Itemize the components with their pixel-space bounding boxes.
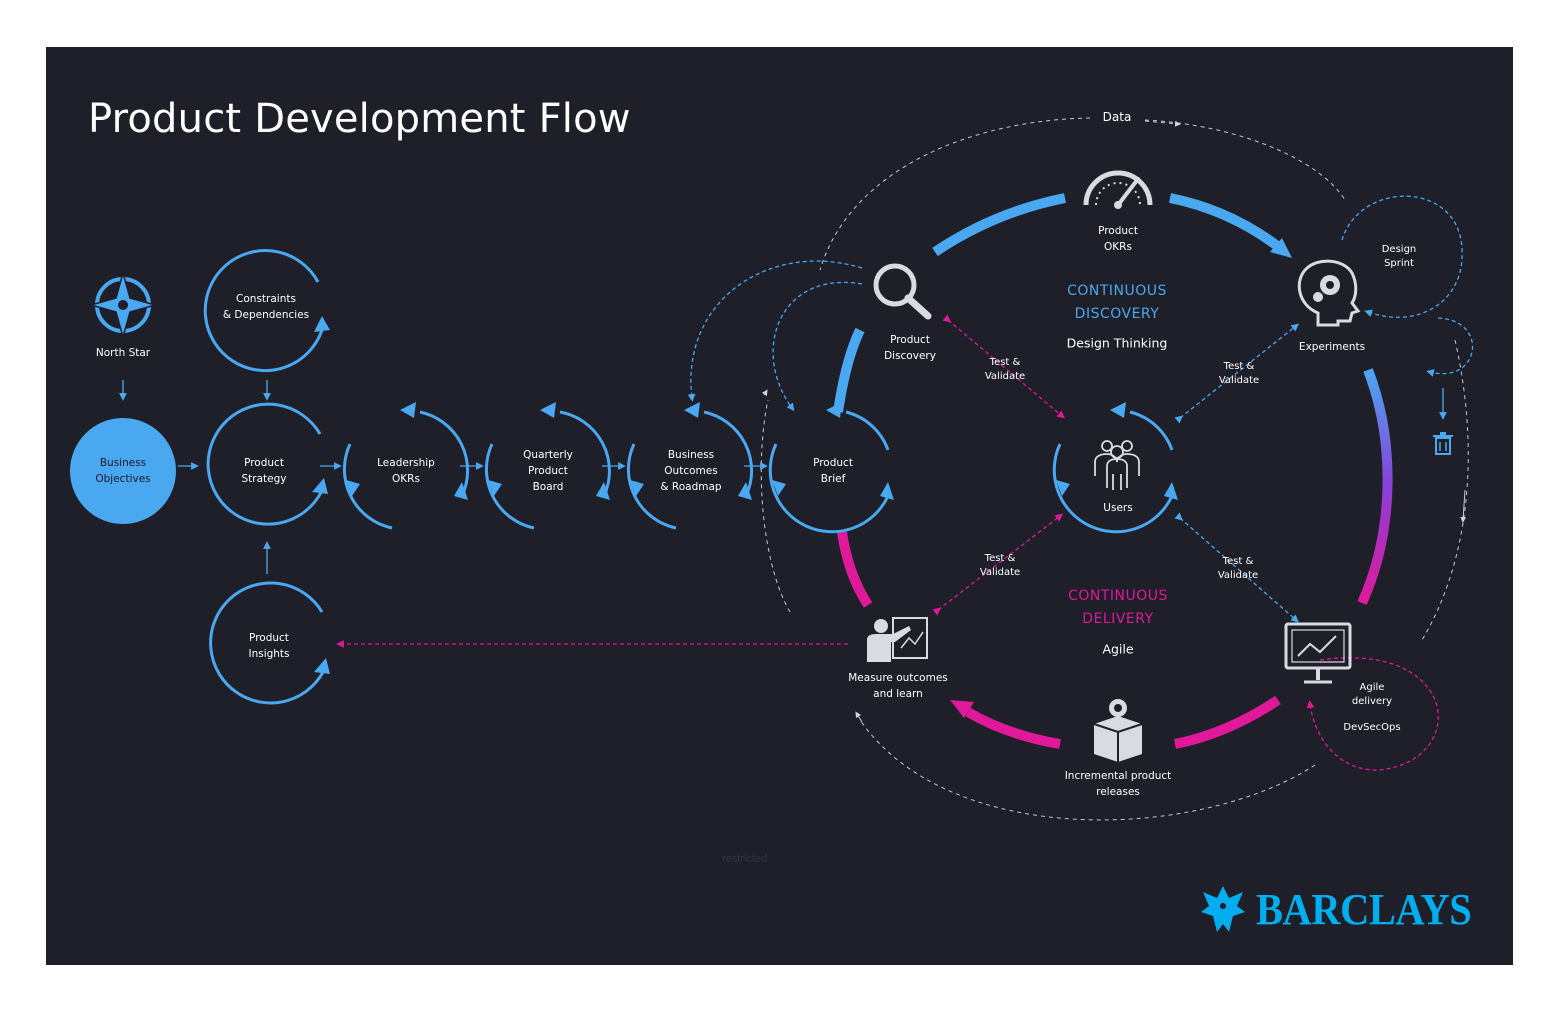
barclays-eagle-icon <box>1201 886 1245 932</box>
cycle-arc-right <box>1357 368 1393 606</box>
cycle-arc-left-upper <box>833 327 865 413</box>
loop-outcomes <box>703 410 754 497</box>
cycle-arc-bottom-left <box>965 707 1061 749</box>
loop-quarterly <box>559 410 611 497</box>
devsecops-label: DevSecOps <box>1343 722 1401 733</box>
loop-strategy <box>206 402 326 526</box>
agile-label: Agile <box>1102 641 1134 657</box>
data-arrow <box>1144 119 1346 201</box>
test-validate-label-3: Test &Validate <box>979 553 1021 578</box>
test-validate-label-2: Test &Validate <box>1218 361 1260 386</box>
test-validate-label-4: Test &Validate <box>1217 556 1259 581</box>
brain-gear-icon <box>1297 259 1361 327</box>
trash-icon <box>1433 432 1453 455</box>
watermark: restricted <box>722 853 768 865</box>
cycle-arc-top-right <box>1169 193 1284 252</box>
loop-brief <box>845 410 890 451</box>
search-icon <box>873 263 932 320</box>
business-objectives-circle <box>70 418 176 524</box>
constraints-label: Constraints& Dependencies <box>222 293 310 321</box>
data-label: Data <box>1102 110 1132 124</box>
gauge-icon <box>1083 170 1153 209</box>
compass-icon <box>88 270 158 340</box>
loop-insights <box>209 581 328 705</box>
users-group-icon <box>1094 440 1140 490</box>
design-thinking-label: Design Thinking <box>1066 335 1168 351</box>
cycle-arc-left-lower <box>837 531 873 608</box>
loop-constraints <box>203 249 324 373</box>
outer-right-loop <box>1421 339 1469 641</box>
users-label: Users <box>1103 502 1133 514</box>
loop-leadership <box>419 410 470 497</box>
test-validate-label-1: Test &Validate <box>984 357 1026 382</box>
cycle-arc-bottom-right <box>1174 695 1281 749</box>
outer-data-loop <box>819 117 1091 271</box>
presenter-icon <box>867 617 928 662</box>
box-gear-icon <box>1093 699 1143 762</box>
inner-left-loop <box>760 399 791 613</box>
north-star-label: North Star <box>95 347 151 359</box>
monitor-chart-icon <box>1284 622 1352 684</box>
diagram-canvas <box>70 117 1474 932</box>
cycle-arc-top-left <box>932 193 1066 257</box>
page-title: Product Development Flow <box>88 96 631 142</box>
experiments-label: Experiments <box>1298 341 1366 353</box>
loop-users <box>1129 410 1174 451</box>
brand-wordmark: BARCLAYS <box>1256 885 1472 934</box>
diagram-board: Product Development Flow North Star Busi… <box>46 47 1513 965</box>
